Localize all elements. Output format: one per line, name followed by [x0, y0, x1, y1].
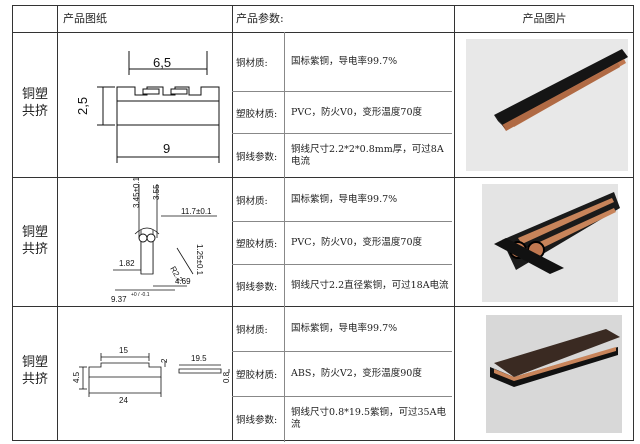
row1-category: 铜塑 共挤	[13, 86, 57, 120]
category-line: 共挤	[21, 372, 48, 387]
prop-copper-material: 铜材质: 国标紫铜，导电率99.7%	[232, 178, 454, 221]
col-divider-1	[57, 6, 58, 440]
prop-label: 塑胶材质:	[236, 108, 278, 120]
category-line: 铜塑	[21, 87, 48, 102]
header-params: 产品参数:	[236, 12, 284, 25]
prop-label: 铜材质:	[236, 195, 268, 207]
prop-label: 铜线参数:	[236, 415, 278, 426]
dim-depth: 2	[160, 358, 169, 363]
prop-label: 铜线参数:	[236, 281, 278, 293]
prop-plastic-material: 塑胶材质: ABS，防火V2，变形温度90度	[232, 352, 454, 396]
prop-divider	[232, 396, 452, 397]
product-photo-2	[482, 184, 620, 302]
product-photo-3	[486, 315, 622, 433]
category-line: 共挤	[21, 242, 48, 257]
prop-copper-wire: 铜线参数: 铜线尺寸2.2直径紫铜，可过18A电流	[232, 265, 454, 306]
prop-value: PVC，防火V0，变形温度70度	[291, 106, 423, 118]
prop-label: 铜材质:	[236, 325, 268, 336]
header-photo: 产品图片	[522, 12, 567, 25]
dim-half-width: 4.69	[175, 277, 191, 286]
row-divider-2	[13, 306, 633, 307]
prop-plastic-material: 塑胶材质: PVC，防火V0，变形温度70度	[232, 222, 454, 264]
product-photo-1	[466, 39, 628, 171]
dim-height: 4.5	[72, 371, 81, 383]
row2-category: 铜塑 共挤	[13, 224, 57, 258]
col-divider-3	[454, 6, 455, 440]
col-divider-2	[232, 6, 233, 440]
drawing-profile-1: 6,5 2,5 9	[75, 51, 220, 163]
prop-plastic-material: 塑胶材质: PVC，防火V0，变形温度70度	[232, 92, 454, 133]
category-line: 铜塑	[21, 225, 48, 240]
header-drawing: 产品图纸	[63, 12, 107, 25]
dim-strip-thickness: 0.8	[222, 371, 231, 383]
category-line: 共挤	[21, 104, 48, 119]
prop-value: 国标紫铜，导电率99.7%	[291, 323, 398, 334]
drawing-profile-3: 15 2 4.5 24 19.5 0.8	[72, 346, 231, 405]
prop-value: ABS，防火V2，变形温度90度	[291, 368, 422, 379]
prop-label: 塑胶材质:	[236, 239, 278, 250]
drawing-profile-2: 3.45±0.1 3.55 11.7±0.1 1.25±0.1 1.82 R2.…	[111, 178, 217, 304]
dim-offset: 1.25±0.1	[195, 244, 204, 276]
row3-category: 铜塑 共挤	[13, 354, 57, 388]
prop-divider	[232, 133, 452, 134]
prop-value: 国标紫铜，导电率99.7%	[291, 193, 398, 205]
product-table: 产品图纸 产品参数: 产品图片 铜塑 共挤 铜塑 共挤 铜塑 共挤 铜材质: 国…	[12, 5, 634, 442]
prop-label: 塑胶材质:	[236, 370, 278, 381]
prop-value: 铜线尺寸2.2*2*0.8mm厚，可过8A电流	[291, 143, 444, 167]
prop-copper-wire: 铜线参数: 铜线尺寸2.2*2*0.8mm厚，可过8A电流	[232, 134, 454, 177]
dim-total: 9.37	[111, 295, 127, 304]
dim-height: 2,5	[75, 97, 90, 115]
prop-divider	[232, 221, 452, 222]
dim-width: 11.7±0.1	[181, 207, 212, 216]
prop-divider	[232, 91, 452, 92]
dim-total-width: 24	[119, 396, 128, 405]
header-divider	[13, 32, 633, 33]
prop-copper-wire: 铜线参数: 铜线尺寸0.8*19.5紫铜，可过35A电流	[232, 397, 454, 441]
dim-strip-width: 19.5	[191, 354, 207, 363]
prop-value: 铜线尺寸0.8*19.5紫铜，可过35A电流	[291, 407, 446, 430]
prop-copper-material: 铜材质: 国标紫铜，导电率99.7%	[232, 33, 454, 91]
prop-divider	[232, 351, 452, 352]
dim-channel-width: 15	[119, 346, 128, 355]
prop-divider	[232, 264, 452, 265]
dim-total-tolerance: +0 / -0.1	[131, 292, 150, 298]
dim-small-width: 1.82	[119, 259, 135, 268]
prop-label-divider	[284, 32, 285, 442]
row-divider-1	[13, 177, 633, 178]
prop-value: PVC，防火V0，变形温度70度	[291, 237, 423, 248]
dim-thickness: 3.45±0.1	[132, 178, 141, 208]
prop-label: 铜线参数:	[236, 151, 278, 163]
dim-width-bottom: 9	[163, 141, 170, 156]
prop-value: 铜线尺寸2.2直径紫铜，可过18A电流	[291, 279, 449, 291]
prop-value: 国标紫铜，导电率99.7%	[291, 56, 398, 67]
category-line: 铜塑	[21, 355, 48, 370]
prop-label: 铜材质:	[236, 58, 268, 69]
dim-width-top: 6,5	[153, 55, 171, 70]
dim-gap: 3.55	[152, 184, 161, 200]
prop-copper-material: 铜材质: 国标紫铜，导电率99.7%	[232, 307, 454, 351]
